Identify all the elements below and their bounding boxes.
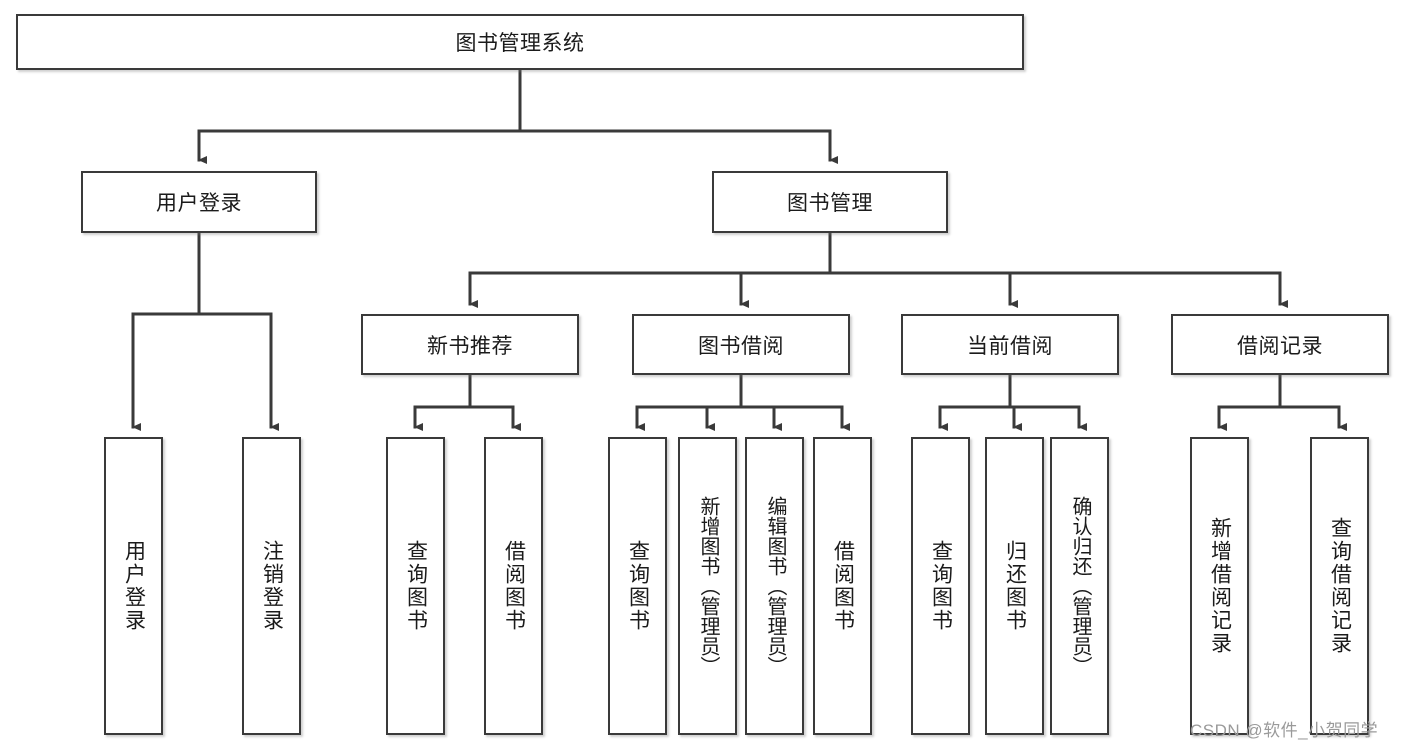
node-leaf-borrow-book-label: 借阅图书 bbox=[831, 540, 855, 632]
node-leaf-user-login[interactable]: 用户登录 bbox=[104, 437, 163, 735]
node-leaf-return-book[interactable]: 归还图书 bbox=[985, 437, 1044, 735]
csdn-watermark: CSDN @软件_小贺同学 bbox=[1190, 721, 1379, 740]
node-new-book-recommend[interactable]: 新书推荐 bbox=[361, 314, 579, 375]
node-leaf-query-book-current[interactable]: 查询图书 bbox=[911, 437, 970, 735]
node-leaf-borrow-book[interactable]: 借阅图书 bbox=[813, 437, 872, 735]
node-leaf-add-book-label: 新增图书（管理员） bbox=[697, 496, 719, 676]
node-leaf-edit-book[interactable]: 编辑图书（管理员） bbox=[745, 437, 804, 735]
node-leaf-add-record[interactable]: 新增借阅记录 bbox=[1190, 437, 1249, 735]
node-leaf-logout[interactable]: 注销登录 bbox=[242, 437, 301, 735]
node-book-borrow-label: 图书借阅 bbox=[698, 334, 784, 358]
node-book-management-label: 图书管理 bbox=[787, 192, 873, 215]
node-user-login[interactable]: 用户登录 bbox=[81, 171, 317, 233]
node-leaf-add-record-label: 新增借阅记录 bbox=[1208, 517, 1232, 655]
node-root[interactable]: 图书管理系统 bbox=[16, 14, 1024, 70]
node-current-borrow[interactable]: 当前借阅 bbox=[901, 314, 1119, 375]
node-leaf-return-book-label: 归还图书 bbox=[1003, 540, 1027, 632]
node-leaf-logout-label: 注销登录 bbox=[260, 540, 284, 632]
node-leaf-confirm-return[interactable]: 确认归还（管理员） bbox=[1050, 437, 1109, 735]
node-leaf-query-book-rec-label: 查询图书 bbox=[404, 540, 428, 632]
node-user-login-label: 用户登录 bbox=[156, 192, 242, 215]
node-root-label: 图书管理系统 bbox=[455, 32, 585, 55]
node-book-borrow[interactable]: 图书借阅 bbox=[632, 314, 850, 375]
node-leaf-add-book[interactable]: 新增图书（管理员） bbox=[678, 437, 737, 735]
node-leaf-edit-book-label: 编辑图书（管理员） bbox=[764, 496, 786, 676]
node-leaf-confirm-return-label: 确认归还（管理员） bbox=[1069, 496, 1091, 676]
node-borrow-records[interactable]: 借阅记录 bbox=[1171, 314, 1389, 375]
node-leaf-query-book-current-label: 查询图书 bbox=[929, 540, 953, 632]
node-leaf-query-book-borrow[interactable]: 查询图书 bbox=[608, 437, 667, 735]
node-leaf-user-login-label: 用户登录 bbox=[122, 540, 146, 632]
node-leaf-query-record[interactable]: 查询借阅记录 bbox=[1310, 437, 1369, 735]
node-leaf-borrow-book-rec-label: 借阅图书 bbox=[502, 540, 526, 632]
node-book-management[interactable]: 图书管理 bbox=[712, 171, 948, 233]
node-leaf-query-book-borrow-label: 查询图书 bbox=[626, 540, 650, 632]
node-new-book-recommend-label: 新书推荐 bbox=[427, 334, 513, 358]
node-borrow-records-label: 借阅记录 bbox=[1237, 334, 1323, 358]
node-leaf-query-book-rec[interactable]: 查询图书 bbox=[386, 437, 445, 735]
node-current-borrow-label: 当前借阅 bbox=[967, 334, 1053, 358]
node-leaf-query-record-label: 查询借阅记录 bbox=[1328, 517, 1352, 655]
node-leaf-borrow-book-rec[interactable]: 借阅图书 bbox=[484, 437, 543, 735]
